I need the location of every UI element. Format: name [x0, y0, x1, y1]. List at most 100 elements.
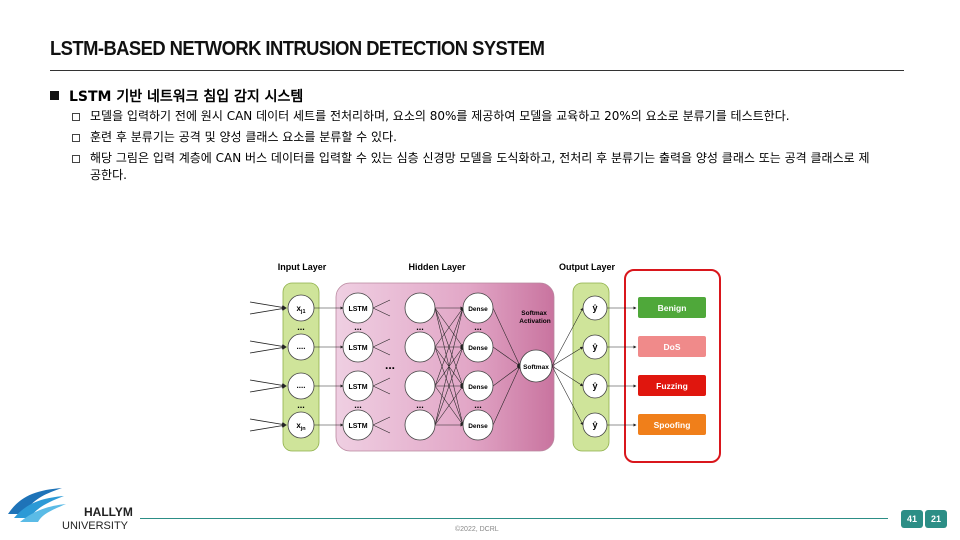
edge-lstm-hidden	[372, 377, 391, 387]
lstm-network-diagram: Input Layer Hidden Layer Output Layer So…	[249, 262, 721, 463]
bullet-text: 훈련 후 분류기는 공격 및 양성 클래스 요소를 분류할 수 있다.	[90, 130, 397, 144]
edge-softmax-output	[551, 307, 584, 367]
ellipsis: ...	[416, 322, 424, 332]
softmax-activation-label-line1: Softmax	[521, 310, 547, 317]
edge-hidden-dense	[434, 385, 464, 426]
class-box-dos	[638, 336, 706, 357]
input-arrow	[249, 345, 287, 354]
dense-node-label: Dense	[468, 306, 488, 313]
ellipsis: ...	[474, 400, 482, 410]
edge-dense-softmax	[492, 346, 521, 367]
bullet-list: 모델을 입력하기 전에 원시 CAN 데이터 세트를 전처리하며, 요소의 80…	[72, 108, 872, 188]
edge-softmax-output	[551, 365, 584, 387]
section-heading: LSTM 기반 네트워크 침입 감지 시스템	[50, 86, 303, 106]
output-node-label: ŷ	[592, 420, 597, 430]
edge-dense-softmax	[492, 365, 521, 426]
output-node	[582, 295, 608, 321]
output-node	[582, 412, 608, 438]
ellipsis: ...	[385, 358, 395, 372]
ellipsis: ...	[354, 400, 362, 410]
output-node-label: ŷ	[592, 342, 597, 352]
edge-softmax-output	[551, 346, 584, 367]
dense-node-label: Dense	[468, 345, 488, 352]
slide-title: LSTM-BASED NETWORK INTRUSION DETECTION S…	[50, 38, 545, 60]
lstm-node	[342, 409, 374, 441]
output-node	[582, 334, 608, 360]
input-arrow	[249, 301, 287, 310]
output-node	[582, 373, 608, 399]
class-box-benign	[638, 297, 706, 318]
input-layer-label: Input Layer	[278, 262, 327, 272]
input-node-sub: jn	[300, 426, 307, 432]
list-item: 모델을 입력하기 전에 원시 CAN 데이터 세트를 전처리하며, 요소의 80…	[72, 108, 872, 125]
dense-node	[462, 409, 494, 441]
connection-edges	[314, 299, 637, 434]
ellipsis: ...	[474, 322, 482, 332]
dense-node-label: Dense	[468, 423, 488, 430]
input-arrow	[249, 306, 287, 315]
page-number-current: 41	[901, 510, 923, 528]
dense-node	[462, 292, 494, 324]
university-name-line1: HALLYM	[84, 505, 133, 519]
class-highlight-box	[624, 269, 721, 463]
input-node	[287, 333, 315, 361]
ellipsis: ...	[297, 322, 305, 332]
dense-node	[462, 331, 494, 363]
lstm-node-label: LSTM	[348, 345, 367, 352]
lstm-node-label: LSTM	[348, 306, 367, 313]
hollow-square-bullet-icon	[72, 113, 80, 121]
footer-divider	[140, 518, 888, 519]
list-item: 해당 그림은 입력 계층에 CAN 버스 데이터를 입력할 수 있는 심층 신경…	[72, 150, 872, 184]
hidden-layer-label: Hidden Layer	[408, 262, 466, 272]
class-label-benign: Benign	[658, 303, 687, 313]
softmax-activation-label-line2: Activation	[519, 318, 550, 325]
input-arrow	[249, 423, 287, 432]
lstm-node	[342, 331, 374, 363]
edge-lstm-hidden	[372, 346, 391, 356]
edge-softmax-output	[551, 365, 584, 426]
edge-lstm-hidden	[372, 338, 391, 348]
input-arrow	[249, 384, 287, 393]
edge-lstm-hidden	[372, 385, 391, 395]
bullet-text: 모델을 입력하기 전에 원시 CAN 데이터 세트를 전처리하며, 요소의 80…	[90, 109, 790, 123]
output-layer-box	[572, 282, 610, 452]
input-node	[287, 372, 315, 400]
input-arrows	[249, 301, 287, 432]
output-node-label: ŷ	[592, 303, 597, 313]
input-node-label: ....	[297, 381, 306, 390]
dense-nodes: Dense Dense Dense Dense	[462, 292, 494, 441]
class-buttons: Benign DoS Fuzzing Spoofing	[638, 297, 706, 435]
hidden-node	[404, 292, 436, 324]
class-label-spoofing: Spoofing	[654, 420, 691, 430]
class-label-fuzzing: Fuzzing	[656, 381, 688, 391]
class-box-spoofing	[638, 414, 706, 435]
class-label-dos: DoS	[664, 342, 681, 352]
input-node-main: x	[296, 421, 301, 430]
input-node	[287, 294, 315, 322]
input-node-sub: j1	[300, 309, 306, 315]
edge-hidden-dense	[434, 307, 464, 426]
lstm-node	[342, 292, 374, 324]
university-name-line2: UNIVERSITY	[62, 520, 129, 532]
ellipsis-marks: ... ... ... ... ... ... ... ... ...	[297, 322, 482, 410]
output-layer-label: Output Layer	[559, 262, 616, 272]
hidden-nodes	[404, 292, 436, 441]
hidden-node	[404, 331, 436, 363]
softmax-activation-label: Softmax Activation	[519, 310, 550, 325]
input-arrow	[249, 418, 287, 427]
ellipsis: ...	[297, 400, 305, 410]
edge-dense-softmax	[492, 307, 521, 367]
output-node-label: ŷ	[592, 381, 597, 391]
hollow-square-bullet-icon	[72, 134, 80, 142]
edge-dense-softmax	[492, 365, 521, 387]
square-bullet-icon	[50, 91, 59, 100]
output-nodes: ŷ ŷ ŷ ŷ	[582, 295, 608, 438]
input-layer-box	[282, 282, 320, 452]
lstm-nodes: LSTM LSTM LSTM LSTM	[342, 292, 374, 441]
input-node-main: x	[296, 304, 301, 313]
bullet-text: 해당 그림은 입력 계층에 CAN 버스 데이터를 입력할 수 있는 심층 신경…	[90, 151, 870, 182]
softmax-node-label: Softmax	[523, 364, 549, 371]
input-nodes: xj1 .... .... xjn	[287, 294, 315, 439]
edge-hidden-dense	[434, 307, 464, 348]
section-heading-text: LSTM 기반 네트워크 침입 감지 시스템	[69, 89, 304, 105]
